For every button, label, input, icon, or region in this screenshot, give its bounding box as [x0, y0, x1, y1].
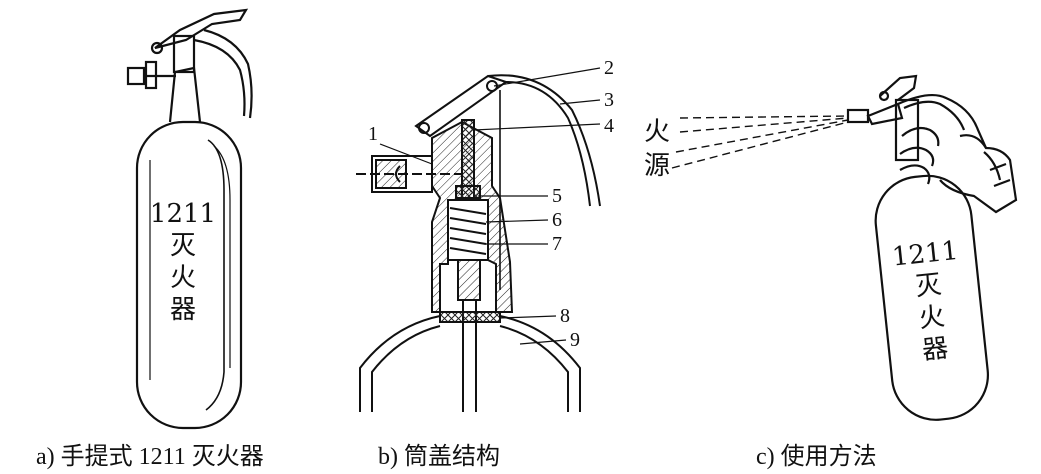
body-label-line-1: 1211	[150, 199, 216, 229]
callout-3: 3	[604, 89, 614, 111]
cylinder-body-c	[874, 174, 990, 421]
body-label-c-line-2: 灭	[914, 270, 943, 303]
panel-b-leaders	[379, 67, 601, 345]
caption-a: a) 手提式 1211 灭火器	[36, 443, 264, 470]
lever-handle	[193, 38, 246, 117]
neck	[168, 66, 202, 123]
valve-head	[172, 34, 196, 74]
cylinder-body	[135, 120, 243, 430]
callout-1: 1	[368, 123, 378, 145]
callout-8: 8	[560, 305, 570, 327]
panel-c-body-label: 1211 灭 火 器	[891, 236, 960, 366]
callout-9: 9	[570, 329, 580, 351]
fire-source-label: 火 源	[644, 117, 670, 180]
bottle-shoulder-right	[499, 315, 581, 412]
fire-source-line-1: 火	[644, 117, 670, 146]
callout-4: 4	[604, 115, 614, 137]
caption-c: c) 使用方法	[756, 443, 877, 470]
panel-c-spray	[671, 115, 849, 169]
bottle-shoulder-left	[359, 315, 441, 412]
body-label-line-3: 火	[170, 263, 196, 293]
callout-7: 7	[552, 233, 562, 255]
panel-c-extinguisher	[846, 74, 1018, 421]
callout-2: 2	[604, 57, 614, 79]
spring	[449, 207, 487, 255]
panel-b-callouts: 1 2 3 4 5 6 7 8 9	[368, 57, 614, 351]
caption-b: b) 筒盖结构	[378, 443, 500, 470]
nozzle	[126, 66, 146, 86]
body-label-c-line-3: 火	[917, 302, 946, 335]
callout-6: 6	[552, 209, 562, 231]
panel-a-extinguisher	[126, 8, 253, 430]
body-label-line-4: 器	[170, 295, 196, 325]
fire-source-line-2: 源	[644, 151, 670, 180]
body-label-line-2: 灭	[170, 231, 196, 261]
panel-a-body-label: 1211 灭 火 器	[150, 199, 216, 325]
hand	[897, 93, 1018, 214]
gasket	[439, 311, 501, 323]
lever-upper	[154, 8, 249, 50]
body-label-c-line-1: 1211	[891, 236, 960, 273]
panel-b-cap	[356, 74, 601, 412]
lever-arc	[487, 74, 601, 207]
nozzle-c	[846, 108, 870, 124]
body-label-c-line-4: 器	[921, 333, 950, 366]
valve-stem	[461, 119, 475, 201]
callout-5: 5	[552, 185, 562, 207]
